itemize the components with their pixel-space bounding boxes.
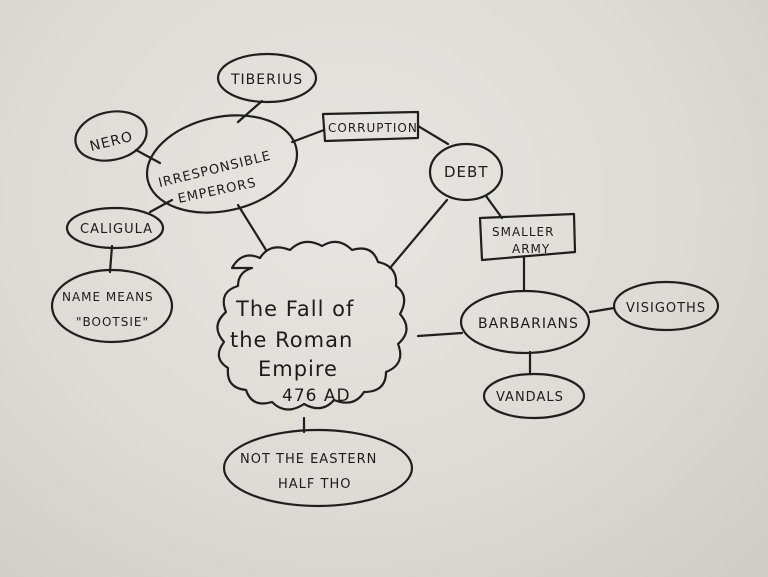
label-barbarians: BARBARIANS: [478, 316, 579, 332]
connector-debt-center: [388, 198, 449, 270]
label-tiberius: TIBERIUS: [230, 72, 303, 88]
connector-center-barbarians: [416, 331, 464, 338]
node-caligula: [65, 206, 165, 250]
connector-barbarians-visigoths: [588, 306, 616, 314]
label-army-line-1: SMALLER: [492, 225, 554, 239]
connector-nero-emperors: [134, 148, 162, 165]
center-title-line-1: The Fall of: [235, 297, 354, 321]
center-title-line-3: Empire: [258, 357, 338, 381]
connector-caligula-namemeans: [108, 244, 114, 274]
label-not-eastern-line-1: NOT THE EASTERN: [240, 452, 377, 467]
label-visigoths: VISIGOTHS: [626, 301, 706, 316]
label-name-means-line-1: NAME MEANS: [62, 290, 154, 304]
connector-tiberius-emperors: [236, 99, 264, 124]
node-not-eastern: [222, 428, 414, 508]
node-vandals: [482, 372, 586, 420]
center-title-line-2: the Roman: [230, 328, 353, 352]
connector-debt-army: [484, 194, 504, 220]
node-tiberius: [216, 52, 318, 104]
node-name-means: [50, 268, 174, 344]
node-visigoths: [612, 280, 720, 332]
node-debt: [428, 142, 504, 202]
node-nero: [74, 110, 148, 162]
label-corruption: CORRUPTION: [328, 121, 418, 135]
connector-emperors-corruption: [290, 128, 326, 144]
node-barbarians: [459, 289, 591, 355]
connector-corruption-debt: [416, 124, 450, 146]
connector-caligula-emperors: [148, 198, 174, 214]
label-nero: NERO: [88, 129, 135, 155]
label-caligula: CALIGULA: [80, 222, 153, 237]
connector-emperors-center: [236, 203, 268, 252]
center-title-line-4: 476 AD: [282, 386, 351, 406]
label-not-eastern-line-2: HALF THO: [278, 477, 351, 492]
node-smaller-army: [478, 212, 577, 262]
label-vandals: VANDALS: [496, 390, 564, 405]
label-name-means-line-2: "BOOTSIE": [76, 315, 149, 329]
node-corruption: [321, 110, 420, 143]
node-irresponsible-emperors: [145, 114, 299, 214]
connectors: [108, 99, 616, 434]
label-army-line-2: ARMY: [512, 242, 550, 256]
label-debt: DEBT: [444, 163, 488, 181]
center-cloud: [216, 240, 408, 411]
